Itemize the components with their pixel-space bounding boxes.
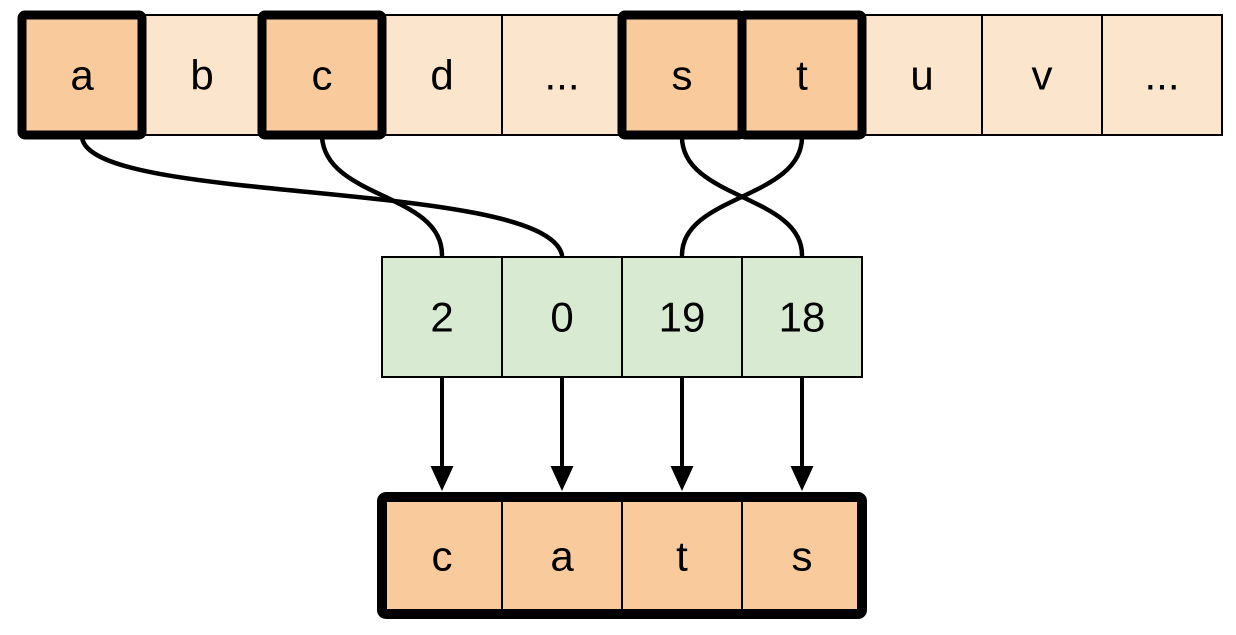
alphabet-cell-ellipsis-2	[1101, 14, 1223, 136]
alphabet-label-v: v	[1032, 52, 1053, 99]
output-array: c a t s	[377, 492, 867, 619]
alphabet-label-s: s	[672, 52, 693, 99]
alphabet-label-a: a	[70, 52, 94, 99]
alphabet-label-ellipsis-1: ...	[544, 52, 579, 99]
index-cell-18	[741, 256, 863, 378]
output-label-s: s	[792, 533, 813, 580]
index-label-19: 19	[659, 294, 706, 341]
index-to-output-arrows	[430, 378, 814, 491]
curve-a-to-0	[79, 134, 565, 258]
index-label-18: 18	[779, 294, 826, 341]
index-label-0: 0	[550, 294, 573, 341]
alphabet-cell-b	[141, 14, 263, 136]
output-cell-s	[741, 497, 863, 614]
arrow-head-18-to-s	[790, 466, 814, 491]
alphabet-label-b: b	[190, 52, 213, 99]
index-label-2: 2	[430, 294, 453, 341]
letter-to-index-curves	[79, 134, 805, 258]
output-cell-a	[501, 497, 623, 614]
index-cell-0	[501, 256, 623, 378]
index-cell-2	[381, 256, 503, 378]
index-cell-19	[621, 256, 743, 378]
arrow-head-2-to-c	[430, 466, 454, 491]
alphabet-label-t: t	[796, 52, 808, 99]
curve-t-to-19	[679, 134, 805, 258]
alphabet-cell-v	[981, 14, 1103, 136]
alphabet-label-u: u	[910, 52, 933, 99]
alphabet-label-ellipsis-2: ...	[1144, 52, 1179, 99]
alphabet-cell-d	[381, 14, 503, 136]
alphabet-label-d: d	[430, 52, 453, 99]
output-label-t: t	[676, 533, 688, 580]
output-label-a: a	[550, 533, 574, 580]
alphabet-cell-ellipsis-1	[501, 14, 623, 136]
output-cell-t	[621, 497, 743, 614]
index-array: 2 0 19 18	[381, 256, 863, 378]
output-array-border	[377, 492, 867, 619]
curve-c-to-2	[319, 134, 445, 258]
output-label-c: c	[432, 533, 453, 580]
arrow-head-0-to-a	[550, 466, 574, 491]
alphabet-array: a b c d ... s t u v ...	[17, 10, 1223, 140]
arrow-head-19-to-t	[670, 466, 694, 491]
alphabet-label-c: c	[312, 52, 333, 99]
